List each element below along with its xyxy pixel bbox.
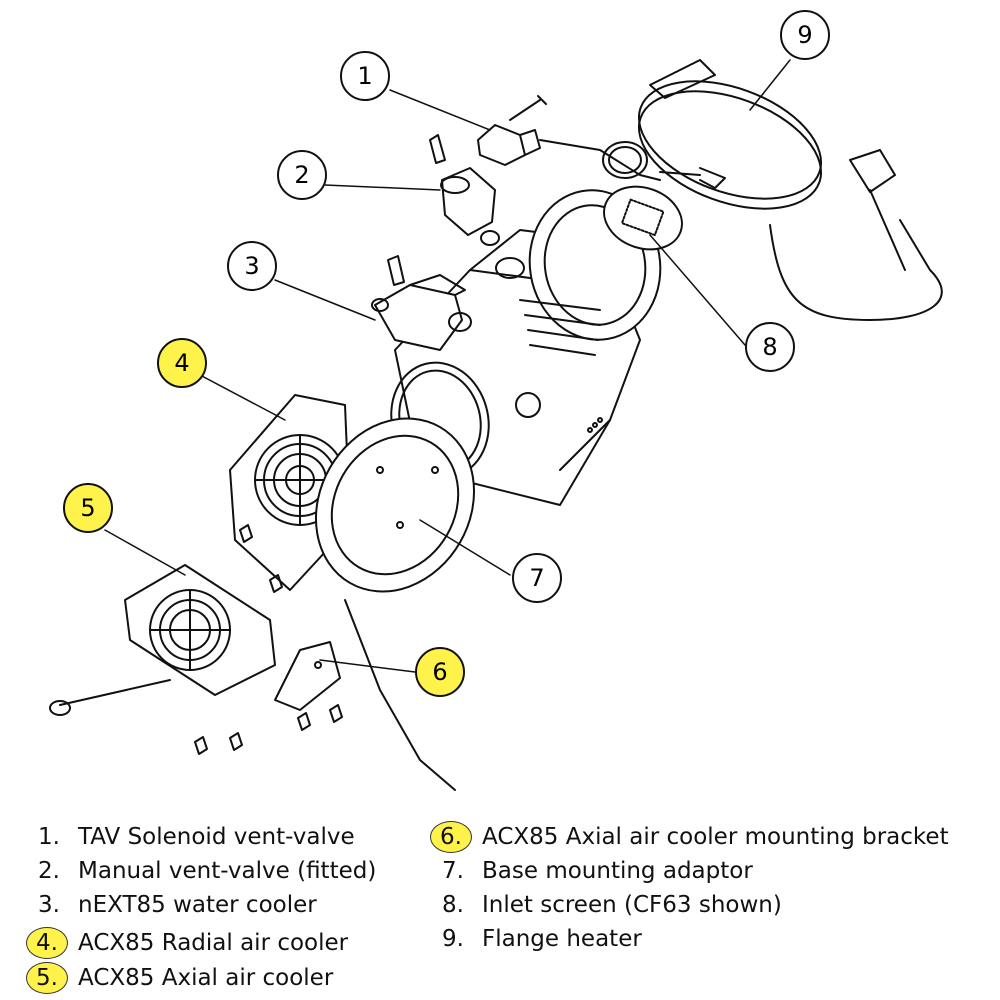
legend-item-5: 5. ACX85 Axial air cooler [26, 961, 406, 995]
callout-number: 3 [244, 252, 259, 280]
legend-label: ACX85 Radial air cooler [78, 930, 349, 956]
callout-number: 8 [762, 333, 777, 361]
legend-label: Inlet screen (CF63 shown) [482, 892, 782, 918]
callout-5: 5 [63, 483, 113, 533]
legend-number: 1. [38, 824, 60, 850]
callout-circle [277, 150, 327, 200]
flange-heater [637, 59, 943, 321]
legend-label: ACX85 Axial air cooler mounting bracket [482, 824, 949, 850]
legend-label: Flange heater [482, 926, 642, 952]
legend-number: 2. [38, 858, 60, 884]
legend-item-8: 8. Inlet screen (CF63 shown) [430, 888, 970, 922]
legend-item-7: 7. Base mounting adaptor [430, 854, 970, 888]
callout-6: 6 [415, 647, 465, 697]
legend-number: 5. [26, 962, 68, 994]
legend-item-9: 9. Flange heater [430, 922, 970, 956]
callout-4: 4 [157, 338, 207, 388]
legend-label: TAV Solenoid vent-valve [78, 824, 355, 850]
legend-number: 6. [430, 821, 472, 853]
callout-number: 9 [797, 21, 812, 49]
leader-lines [104, 59, 791, 673]
callout-8: 8 [745, 322, 795, 372]
callout-9: 9 [780, 10, 830, 60]
callout-number: 2 [294, 161, 309, 189]
callout-number: 1 [357, 62, 372, 90]
callout-circle [780, 10, 830, 60]
callouts: 1 2 3 4 5 6 7 8 [63, 10, 830, 697]
callout-circle [340, 51, 390, 101]
callout-circle [512, 553, 562, 603]
base-mounting-adaptor [314, 417, 476, 791]
mounting-bracket [274, 641, 341, 711]
vent-valves [429, 95, 661, 246]
legend-item-2: 2. Manual vent-valve (fitted) [26, 854, 406, 888]
legend-number: 4. [26, 927, 68, 959]
water-cooler [371, 255, 472, 351]
inlet-screen [602, 141, 726, 251]
screws [194, 524, 343, 755]
callout-circle [63, 483, 113, 533]
legend-number: 8. [442, 892, 464, 918]
callout-3: 3 [227, 241, 277, 291]
callout-number: 5 [80, 494, 95, 522]
legend-label: ACX85 Axial air cooler [78, 965, 334, 991]
callout-number: 4 [174, 349, 189, 377]
legend-number: 9. [442, 926, 464, 952]
axial-air-cooler [49, 564, 276, 716]
legend-label: Base mounting adaptor [482, 858, 753, 884]
legend-number: 3. [38, 892, 60, 918]
legend-item-6: 6. ACX85 Axial air cooler mounting brack… [430, 820, 995, 854]
exploded-view-diagram: 1 2 3 4 5 6 7 8 [49, 10, 943, 791]
legend-label: nEXT85 water cooler [78, 892, 317, 918]
callout-circle [157, 338, 207, 388]
callout-circle [415, 647, 465, 697]
callout-circle [745, 322, 795, 372]
callout-2: 2 [277, 150, 327, 200]
legend-item-3: 3. nEXT85 water cooler [26, 888, 406, 922]
legend-item-4: 4. ACX85 Radial air cooler [26, 926, 406, 960]
callout-number: 6 [432, 658, 447, 686]
legend-number: 7. [442, 858, 464, 884]
callout-circle [227, 241, 277, 291]
legend-label: Manual vent-valve (fitted) [78, 858, 377, 884]
callout-1: 1 [340, 51, 390, 101]
legend-item-1: 1. TAV Solenoid vent-valve [26, 820, 406, 854]
callout-number: 7 [529, 564, 544, 592]
callout-7: 7 [512, 553, 562, 603]
